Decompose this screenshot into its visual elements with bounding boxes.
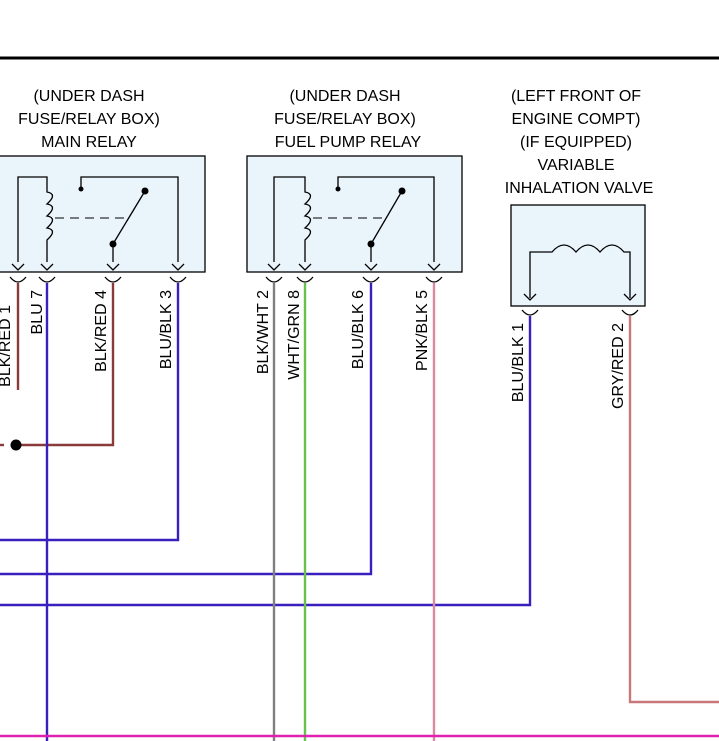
main-relay-label-line-2: FUSE/RELAY BOX)	[18, 111, 160, 128]
inhalation-valve-label-line-1: (LEFT FRONT OF	[511, 88, 641, 105]
wire-label-blk-red-1: BLK/RED 1	[0, 305, 14, 387]
main-relay-switch-arm	[112, 190, 146, 245]
inhalation-valve: (LEFT FRONT OF ENGINE COMPT) (IF EQUIPPE…	[505, 88, 653, 316]
main-relay-connector-cup	[9, 276, 27, 283]
main-relay-pin-arrow	[106, 263, 120, 271]
wire-label-blk-red-4: BLK/RED 4	[93, 290, 110, 372]
fuel-pump-relay-box	[246, 155, 463, 273]
main-relay-connector-cup	[104, 276, 122, 283]
fuel-pump-relay: (UNDER DASH FUSE/RELAY BOX) FUEL PUMP RE…	[246, 88, 463, 283]
fuel-pump-relay-connector-cup	[265, 276, 283, 283]
fuel-pump-relay-label-line-1: (UNDER DASH	[289, 88, 400, 105]
fuel-pump-relay-label-line-3: FUEL PUMP RELAY	[275, 134, 422, 151]
wire-labels: BLK/RED 1 BLU 7 BLK/RED 4 BLU/BLK 3 BLK/…	[0, 290, 627, 409]
splice-dot	[10, 439, 22, 451]
fuel-pump-relay-contact-dot	[335, 186, 341, 192]
fuel-pump-relay-pin-arrow	[427, 263, 441, 271]
fuel-pump-relay-switch-arm	[370, 190, 403, 245]
wire-blu-blk-6	[0, 283, 373, 576]
wire-label-blu-blk-6: BLU/BLK 6	[350, 290, 367, 369]
fuel-pump-relay-pin-arrow	[267, 263, 281, 271]
wire-blu-blk-3	[0, 283, 180, 542]
wire-label-blu-blk-3: BLU/BLK 3	[158, 290, 175, 369]
fuel-pump-relay-pin-arrow	[298, 263, 312, 271]
main-relay-switch-tip	[141, 187, 149, 195]
main-relay-coil-icon	[17, 176, 54, 262]
main-relay-connector-cup	[169, 276, 187, 283]
fuel-pump-relay-switch-tip	[398, 187, 406, 195]
fuel-pump-relay-coil-icon	[273, 176, 312, 262]
inhalation-valve-label-line-4: VARIABLE	[537, 157, 614, 174]
main-relay-pin-arrow	[40, 263, 54, 271]
wire-label-pnk-blk-5: PNK/BLK 5	[414, 290, 431, 371]
inhalation-valve-connector-cup	[621, 309, 639, 316]
inhalation-valve-connector-cup	[521, 309, 539, 316]
wire-label-blk-wht-2: BLK/WHT 2	[255, 290, 272, 374]
wire-gry-red-2	[628, 316, 719, 704]
fuel-pump-relay-contact-line	[337, 176, 435, 262]
inhalation-valve-label-line-3: (IF EQUIPPED)	[520, 134, 632, 151]
inhalation-valve-coil-icon	[529, 244, 631, 298]
wire-label-blu-7: BLU 7	[29, 290, 46, 335]
wire-label-gry-red-2: GRY/RED 2	[610, 323, 627, 409]
fuel-pump-relay-connector-cup	[362, 276, 380, 283]
wire-label-wht-grn-8: WHT/GRN 8	[286, 290, 303, 380]
wires	[0, 283, 719, 741]
main-relay: (UNDER DASH FUSE/RELAY BOX) MAIN RELAY	[0, 88, 206, 283]
wire-blu-blk-valve-1	[0, 316, 532, 607]
inhalation-valve-pin-arrow	[523, 293, 537, 301]
inhalation-valve-box	[510, 204, 646, 307]
wire-blk-red-4	[16, 283, 115, 447]
main-relay-contact-line	[80, 176, 179, 262]
main-relay-label-line-1: (UNDER DASH	[33, 88, 144, 105]
fuel-pump-relay-connector-cup	[296, 276, 314, 283]
fuel-pump-relay-label-line-2: FUSE/RELAY BOX)	[274, 111, 416, 128]
main-relay-box	[0, 155, 206, 273]
main-relay-contact-dot	[78, 186, 84, 192]
main-relay-pin-arrow	[171, 263, 185, 271]
fuel-pump-relay-pin-arrow	[364, 263, 378, 271]
main-relay-pin-arrow	[11, 263, 25, 271]
inhalation-valve-label-line-2: ENGINE COMPT)	[512, 111, 641, 128]
main-relay-connector-cup	[38, 276, 56, 283]
fuel-pump-relay-connector-cup	[425, 276, 443, 283]
main-relay-label-line-3: MAIN RELAY	[41, 134, 137, 151]
inhalation-valve-label-line-5: INHALATION VALVE	[505, 180, 653, 197]
wire-label-blu-blk-valve-1: BLU/BLK 1	[510, 323, 527, 402]
inhalation-valve-pin-arrow	[623, 293, 637, 301]
